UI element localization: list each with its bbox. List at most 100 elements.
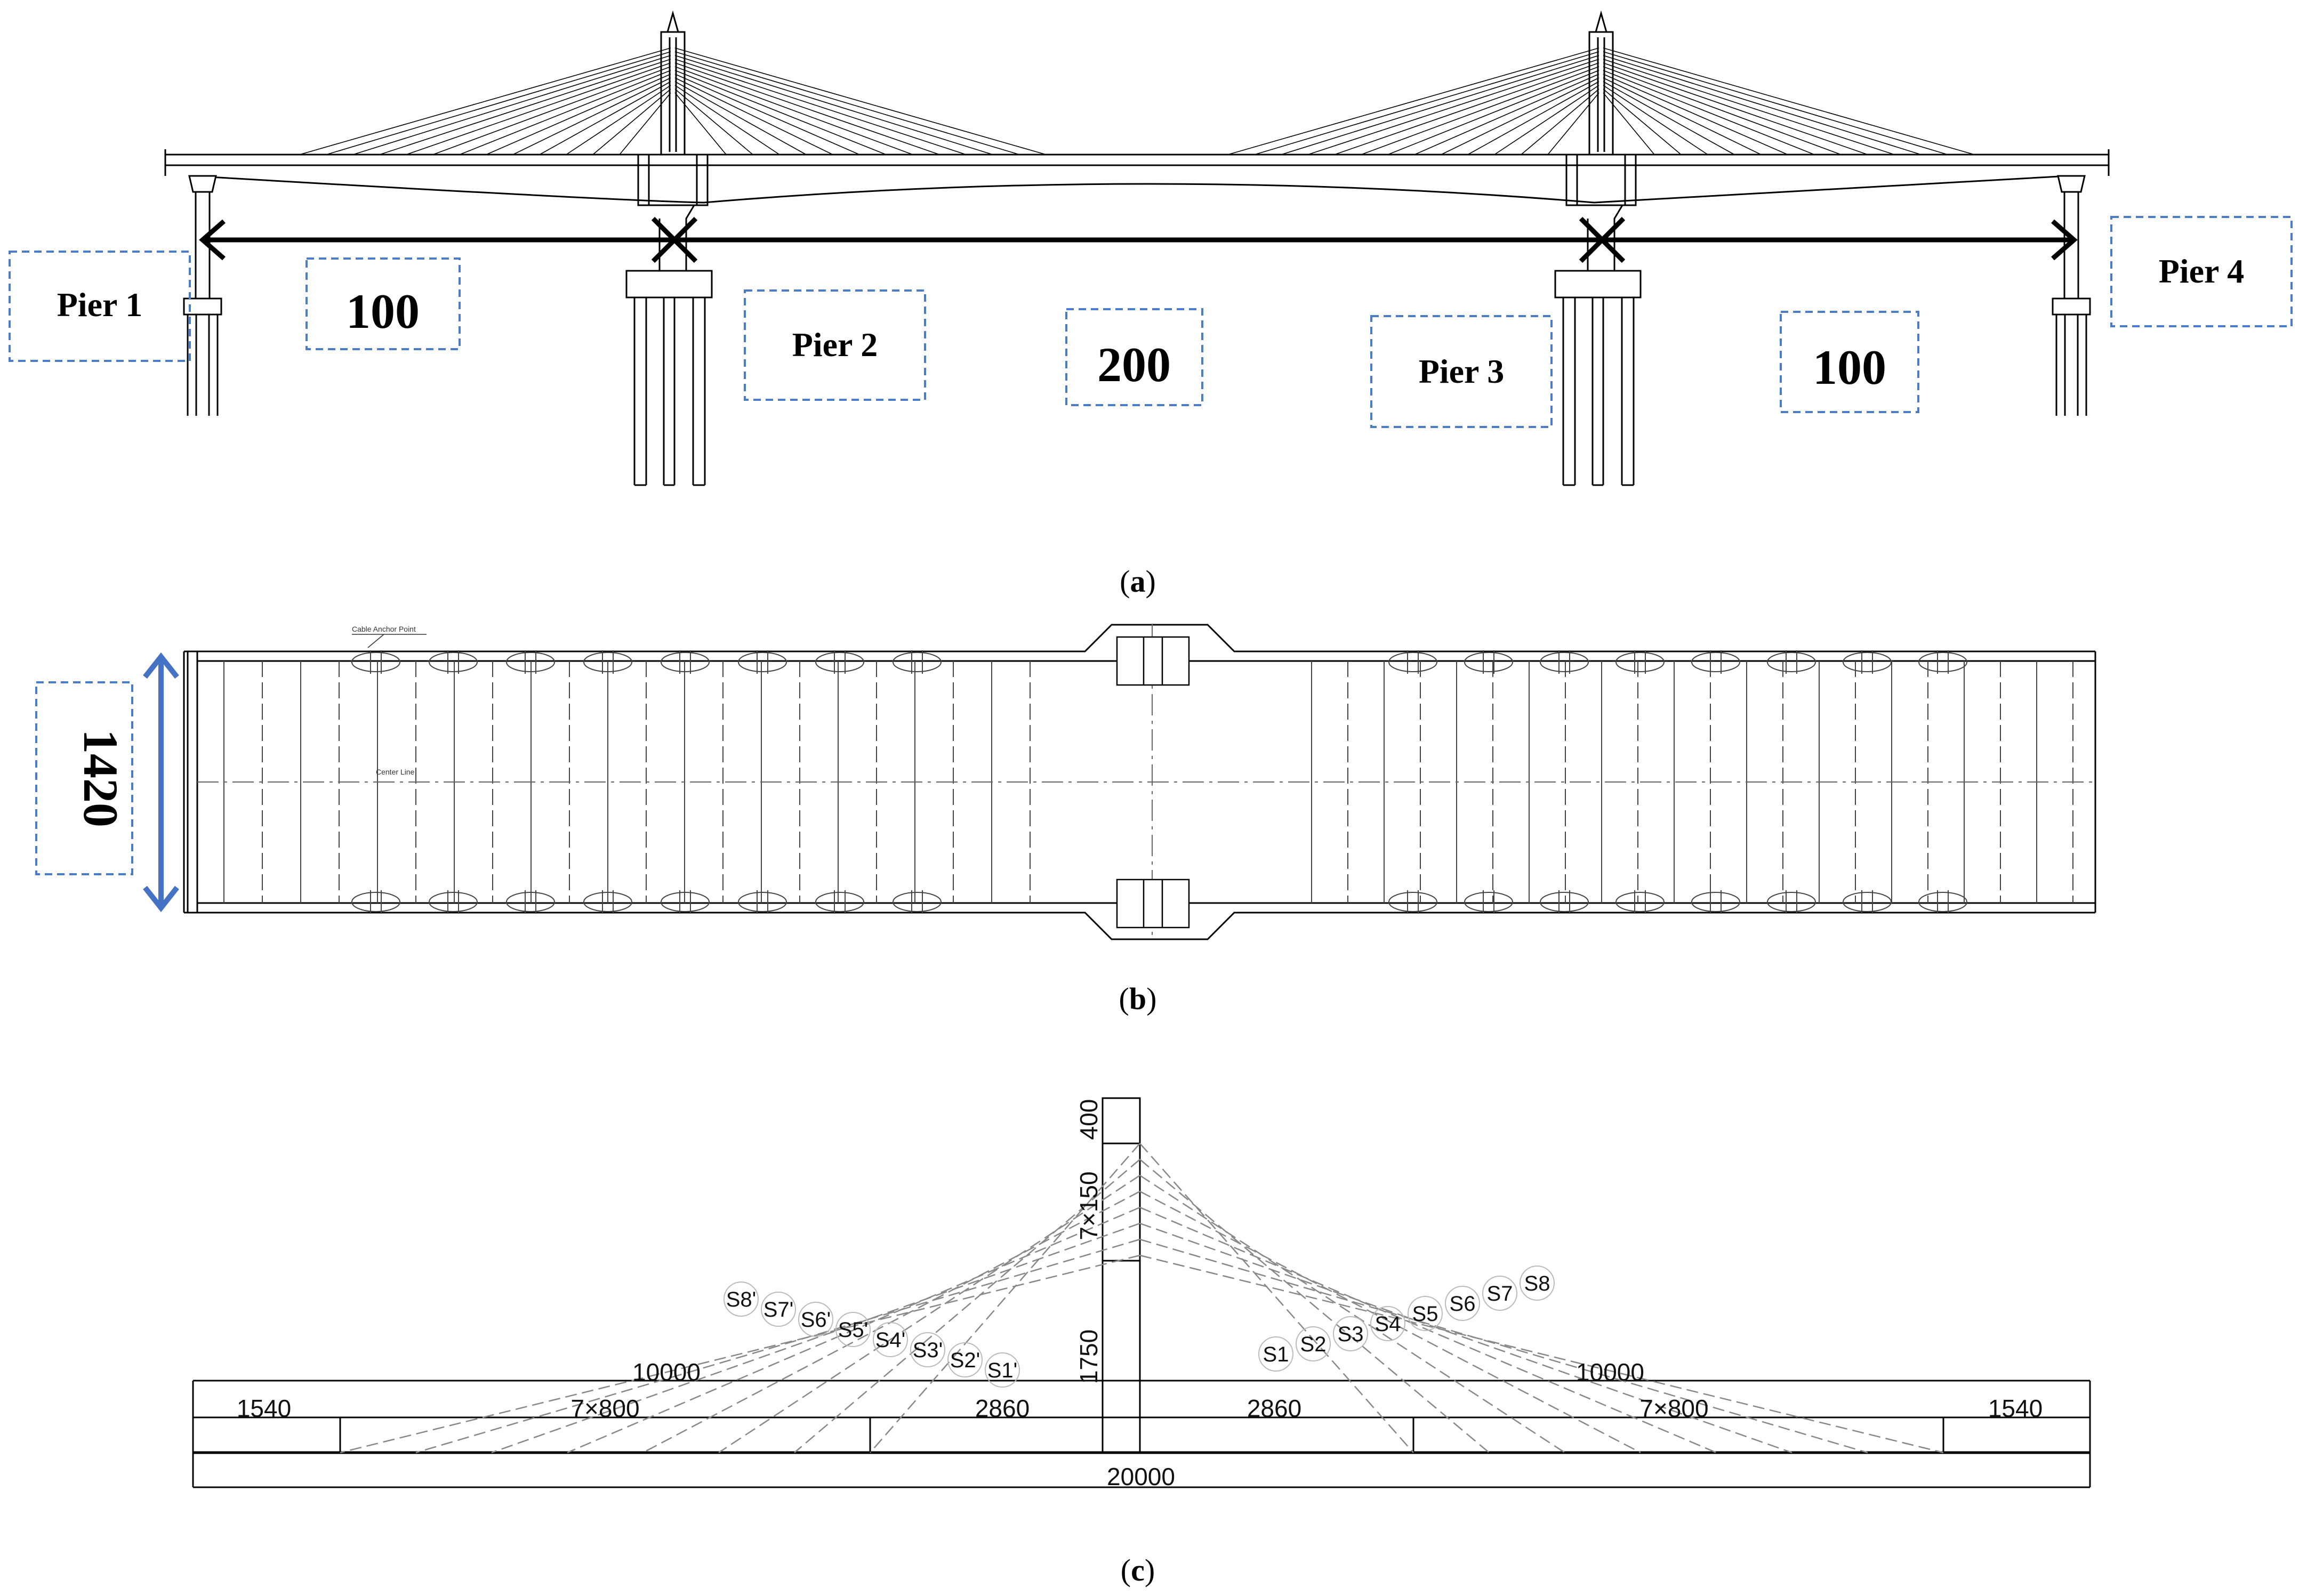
stay-cable (674, 59, 967, 155)
stay-cable (1254, 51, 1599, 155)
section-frame (192, 1097, 2091, 1488)
span-3-text: 100 (1813, 340, 1886, 394)
cable-label: S2 (1300, 1333, 1327, 1356)
pier-2-text: Pier 2 (792, 326, 878, 364)
pier-2-label: Pier 2 (744, 289, 926, 401)
stay-cable (674, 92, 727, 155)
span-3-label: 100 (1780, 311, 1919, 413)
stay-cable (1603, 74, 1788, 155)
anchor-point (1918, 652, 1967, 672)
pylon-footprints (1116, 636, 1190, 929)
stay-cable (1307, 59, 1599, 155)
section-cable (642, 1190, 1140, 1454)
cable-label: S3 (1338, 1323, 1364, 1346)
pylon-right (1565, 10, 1637, 271)
dim-400: 400 (1075, 1099, 1103, 1140)
cable-anchor-points (351, 650, 1967, 914)
stay-cable (674, 85, 780, 155)
stay-cable (1387, 70, 1599, 155)
anchor-point (1918, 892, 1967, 912)
caption-c: (c) (1121, 1553, 1155, 1587)
span-1-label: 100 (306, 257, 461, 350)
stay-cable (1603, 85, 1708, 155)
stay-cable (1603, 81, 1735, 155)
stay-cable (566, 85, 671, 155)
pier-3-text: Pier 3 (1419, 352, 1505, 390)
pier-2 (625, 270, 713, 486)
stay-cable (1441, 77, 1599, 155)
anchor-point (351, 892, 400, 912)
anchor-point (1615, 652, 1665, 672)
anchor-point (815, 892, 864, 912)
pier-4-label: Pier 4 (2110, 216, 2293, 327)
cable-label: S6 (1450, 1292, 1476, 1316)
pier-4-text: Pier 4 (2159, 252, 2245, 290)
anchor-point (1388, 652, 1437, 672)
stay-cable (1603, 66, 1842, 155)
center-line-note: Center Line (376, 768, 415, 776)
dim-1540-right: 1540 (1988, 1395, 2043, 1422)
anchor-point (661, 892, 710, 912)
stay-cables (299, 47, 1975, 155)
pier-1-text: Pier 1 (57, 286, 143, 324)
section-cable (567, 1206, 1140, 1454)
dim-2860-left: 2860 (975, 1395, 1030, 1422)
cable-label: S2' (950, 1349, 980, 1372)
stay-cable (674, 47, 1047, 155)
anchor-point (1388, 892, 1437, 912)
stay-cable (674, 51, 1020, 155)
section-cable (1139, 1254, 1944, 1454)
dim-1540-left: 1540 (237, 1395, 291, 1422)
cable-label: S4' (875, 1328, 906, 1352)
stay-cable (459, 70, 671, 155)
section-cable (794, 1159, 1140, 1453)
width-dimension: 1420 (35, 652, 179, 913)
stay-cable (1414, 74, 1599, 155)
pier-3 (1554, 270, 1642, 486)
anchor-note: Cable Anchor Point (352, 625, 416, 633)
dim-2860-right: 2860 (1247, 1395, 1301, 1422)
pylon-left (637, 10, 709, 271)
stay-cable (1521, 88, 1599, 155)
dim-10000-right: 10000 (1576, 1358, 1644, 1386)
section-cable (340, 1254, 1140, 1454)
stay-cable (674, 77, 833, 155)
anchor-point (1691, 652, 1740, 672)
anchor-point (429, 652, 478, 672)
stay-cable (1334, 62, 1599, 155)
cable-label: S4 (1375, 1312, 1401, 1336)
stay-cable (1603, 70, 1815, 155)
stay-cable (1603, 62, 1868, 155)
pylons (637, 10, 1637, 271)
width-label: 1420 (74, 729, 128, 827)
pier-3-label: Pier 3 (1370, 315, 1553, 428)
anchor-point (1464, 652, 1513, 672)
section-cable (870, 1143, 1140, 1453)
pier-1-label: Pier 1 (9, 251, 191, 362)
cable-label: S5 (1412, 1302, 1438, 1326)
stay-cable (1361, 66, 1599, 155)
stay-cable (1603, 77, 1762, 155)
cable-label: S7' (763, 1298, 794, 1321)
anchor-point (738, 892, 787, 912)
stay-cable (1227, 47, 1599, 155)
anchor-point (893, 892, 942, 912)
section-cable (1139, 1159, 1490, 1453)
cable-label: S7 (1487, 1282, 1513, 1305)
stay-cable (326, 51, 671, 155)
stay-cable (299, 47, 671, 155)
anchor-point (1767, 892, 1816, 912)
stay-cable (1603, 59, 1895, 155)
anchor-point (1691, 892, 1740, 912)
span-2-text: 200 (1097, 337, 1171, 392)
elevation-panel: Pier 1 100 Pier 2 200 Pier 3 100 Pier 4 … (9, 10, 2293, 599)
dim-10000-left: 10000 (632, 1358, 701, 1386)
stay-cable (1494, 85, 1599, 155)
stay-cable (674, 74, 860, 155)
anchor-point (583, 652, 632, 672)
dim-1750: 1750 (1075, 1329, 1103, 1384)
stay-cable (1603, 92, 1655, 155)
stay-cable (674, 88, 753, 155)
